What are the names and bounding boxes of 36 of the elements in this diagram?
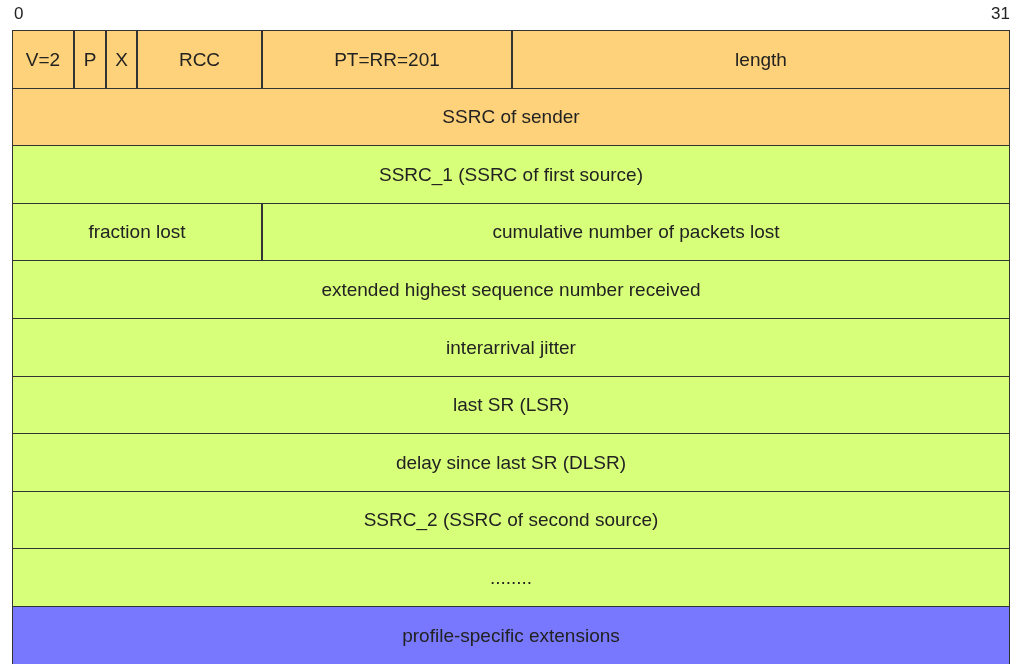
field-cell — [512, 30, 1010, 90]
field-label: extended highest sequence number received — [321, 278, 701, 301]
field-label: delay since last SR (DLSR) — [395, 451, 627, 474]
field-cell — [12, 433, 1010, 493]
field-cell — [12, 318, 1010, 378]
field-cell — [12, 87, 1010, 147]
field-cell — [12, 490, 1010, 550]
field-label: PT=RR=201 — [334, 48, 440, 71]
field-label: cumulative number of packets lost — [492, 221, 780, 244]
bit-index: 31 — [991, 4, 1010, 24]
field-cell — [12, 260, 1010, 320]
field-cell — [12, 30, 74, 90]
field-cell — [12, 145, 1010, 205]
field-cell — [12, 375, 1010, 435]
field-label: length — [735, 48, 787, 71]
field-label: SSRC_2 (SSRC of second source) — [363, 509, 659, 532]
field-cell — [12, 202, 262, 262]
field-label: interarrival jitter — [446, 336, 576, 359]
field-cell — [262, 202, 1010, 262]
field-label: last SR (LSR) — [452, 394, 570, 417]
field-label: profile-specific extensions — [402, 624, 620, 647]
field-label: SSRC of sender — [442, 106, 580, 129]
field-cell — [12, 548, 1010, 608]
field-label: SSRC_1 (SSRC of first source) — [379, 163, 643, 186]
field-label: X — [115, 48, 128, 71]
field-label: fraction lost — [88, 221, 186, 244]
bit-index: 0 — [14, 4, 24, 24]
field-label: RCC — [178, 48, 221, 71]
field-cell — [262, 30, 512, 90]
field-cell — [137, 30, 262, 90]
field-cell — [74, 30, 106, 90]
field-cell — [12, 606, 1010, 664]
field-label: P — [83, 48, 97, 71]
field-label: V=2 — [25, 48, 61, 71]
field-label: ........ — [489, 566, 533, 589]
field-cell — [106, 30, 137, 90]
